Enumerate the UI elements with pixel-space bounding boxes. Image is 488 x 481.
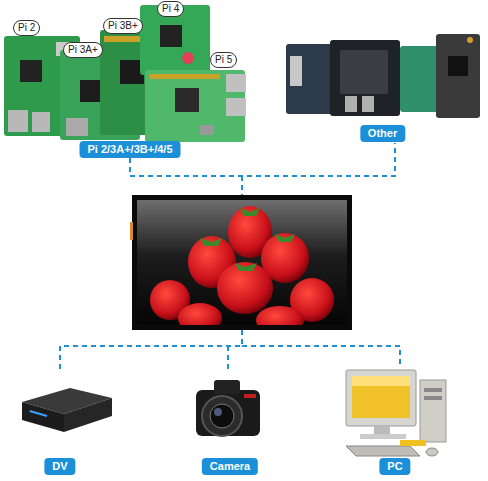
category-tab: Other (360, 125, 405, 142)
board-name: Pi 3B+ (108, 19, 138, 33)
device-group: Camera (190, 455, 270, 477)
pc-device (346, 370, 446, 456)
board-name: Pi 5 (215, 53, 232, 67)
other-boards (286, 34, 480, 118)
display (130, 195, 352, 334)
camera-device (196, 380, 260, 436)
dashed-wires (60, 143, 400, 372)
board-label: Pi 2 (13, 20, 40, 36)
board-label: Pi 3A+ (63, 42, 103, 58)
board-name: Pi 3A+ (68, 43, 98, 57)
board-name: Pi 2 (18, 21, 35, 35)
board-label: Pi 4 (157, 1, 184, 17)
category-tab: PC (379, 458, 410, 475)
device-group: Pi 2/3A+/3B+/4/5 Pi 2 Pi 3A+ Pi 3B+ Pi 4 Pi 5 (5, 0, 255, 160)
board-label: Pi 3B+ (103, 18, 143, 34)
category-tab: Pi 2/3A+/3B+/4/5 (80, 141, 181, 158)
device-group: DV (20, 455, 100, 477)
category-tab: Camera (202, 458, 258, 475)
category-tab: DV (44, 458, 75, 475)
device-group: Other (285, 30, 480, 145)
board-name: Pi 4 (162, 2, 179, 16)
dvr-device (22, 388, 112, 432)
device-group: PC (355, 455, 435, 477)
board-label: Pi 5 (210, 52, 237, 68)
pi-boards (4, 5, 246, 142)
